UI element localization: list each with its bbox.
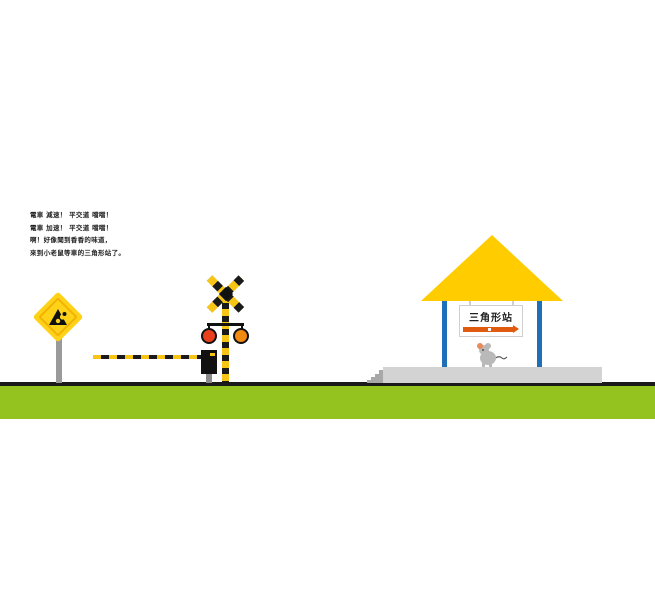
railway-track-line bbox=[0, 382, 655, 386]
station-platform bbox=[383, 367, 602, 383]
crossing-barrier-arm bbox=[93, 355, 205, 359]
gate-indicator bbox=[210, 353, 215, 356]
sign-pole bbox=[56, 335, 62, 383]
signal-lamp-left bbox=[201, 328, 217, 344]
station-post-left bbox=[442, 301, 447, 367]
story-text: 電車 減速！ 平交道 噹噹！ 電車 加速！ 平交道 噹噹！ 啊！好像聞到香香的味… bbox=[30, 209, 125, 259]
barrier-gate-box bbox=[201, 350, 217, 374]
sign-hanger-left bbox=[469, 301, 471, 306]
arrow-dot bbox=[488, 328, 491, 331]
story-line-4: 來到小老鼠等車的三角形站了。 bbox=[30, 248, 126, 257]
lamp-bracket bbox=[207, 323, 244, 326]
mouse-icon bbox=[477, 343, 508, 368]
crossing-signal-pole bbox=[222, 296, 229, 383]
signal-lamp-right bbox=[233, 328, 249, 344]
story-line-2: 電車 加速！ 平交道 噹噹！ bbox=[30, 223, 113, 232]
grass-ground bbox=[0, 386, 655, 419]
station-roof bbox=[421, 235, 563, 301]
gate-pole bbox=[206, 374, 212, 383]
falling-rocks-warning-icon bbox=[49, 309, 67, 325]
station-name: 三角形站 bbox=[469, 313, 513, 324]
station-post-right bbox=[537, 301, 542, 367]
arrow-head-icon bbox=[513, 325, 519, 333]
station-name-board: 三角形站 bbox=[459, 305, 523, 337]
platform-steps bbox=[367, 370, 383, 383]
story-line-3: 啊！好像聞到香香的味道， bbox=[30, 236, 112, 244]
sign-hanger-right bbox=[512, 301, 514, 306]
story-line-1: 電車 減速！ 平交道 噹噹！ bbox=[30, 211, 113, 219]
